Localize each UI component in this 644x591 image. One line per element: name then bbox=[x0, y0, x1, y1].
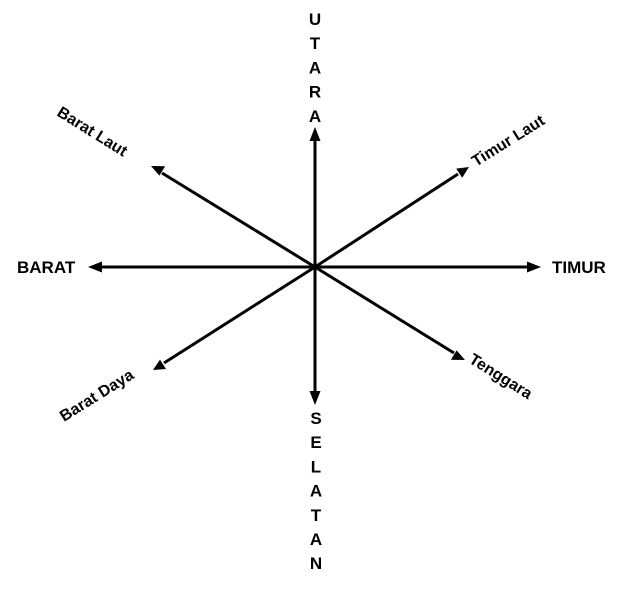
south-label-letter: N bbox=[310, 554, 322, 573]
south-label-letter: A bbox=[310, 530, 322, 549]
label-southwest: Barat Daya bbox=[57, 367, 137, 426]
south-label-letter: S bbox=[310, 409, 321, 428]
arrow-southwest bbox=[153, 265, 316, 370]
label-east: TIMUR bbox=[552, 258, 606, 277]
south-label-letter: E bbox=[310, 433, 321, 452]
south-label-letter: A bbox=[310, 482, 322, 501]
north-label-letter: R bbox=[309, 83, 321, 102]
arrow-east bbox=[315, 261, 541, 273]
arrow-southeast bbox=[314, 265, 465, 360]
arrow-south bbox=[309, 267, 321, 405]
arrow-northeast bbox=[314, 167, 469, 269]
label-northeast: Timur Laut bbox=[469, 112, 548, 170]
south-label-letter: T bbox=[311, 506, 322, 525]
south-label-letter: L bbox=[311, 457, 321, 476]
arrow-north bbox=[309, 127, 321, 267]
north-label-letter: A bbox=[309, 58, 321, 77]
label-west: BARAT bbox=[17, 258, 76, 277]
label-northwest: Barat Laut bbox=[54, 104, 131, 161]
north-label-letter: U bbox=[309, 10, 321, 29]
arrow-northwest bbox=[151, 166, 316, 269]
arrow-west bbox=[88, 261, 315, 273]
north-label-letter: A bbox=[309, 107, 321, 126]
label-southeast: Tenggara bbox=[466, 351, 535, 403]
north-label-letter: T bbox=[310, 34, 321, 53]
